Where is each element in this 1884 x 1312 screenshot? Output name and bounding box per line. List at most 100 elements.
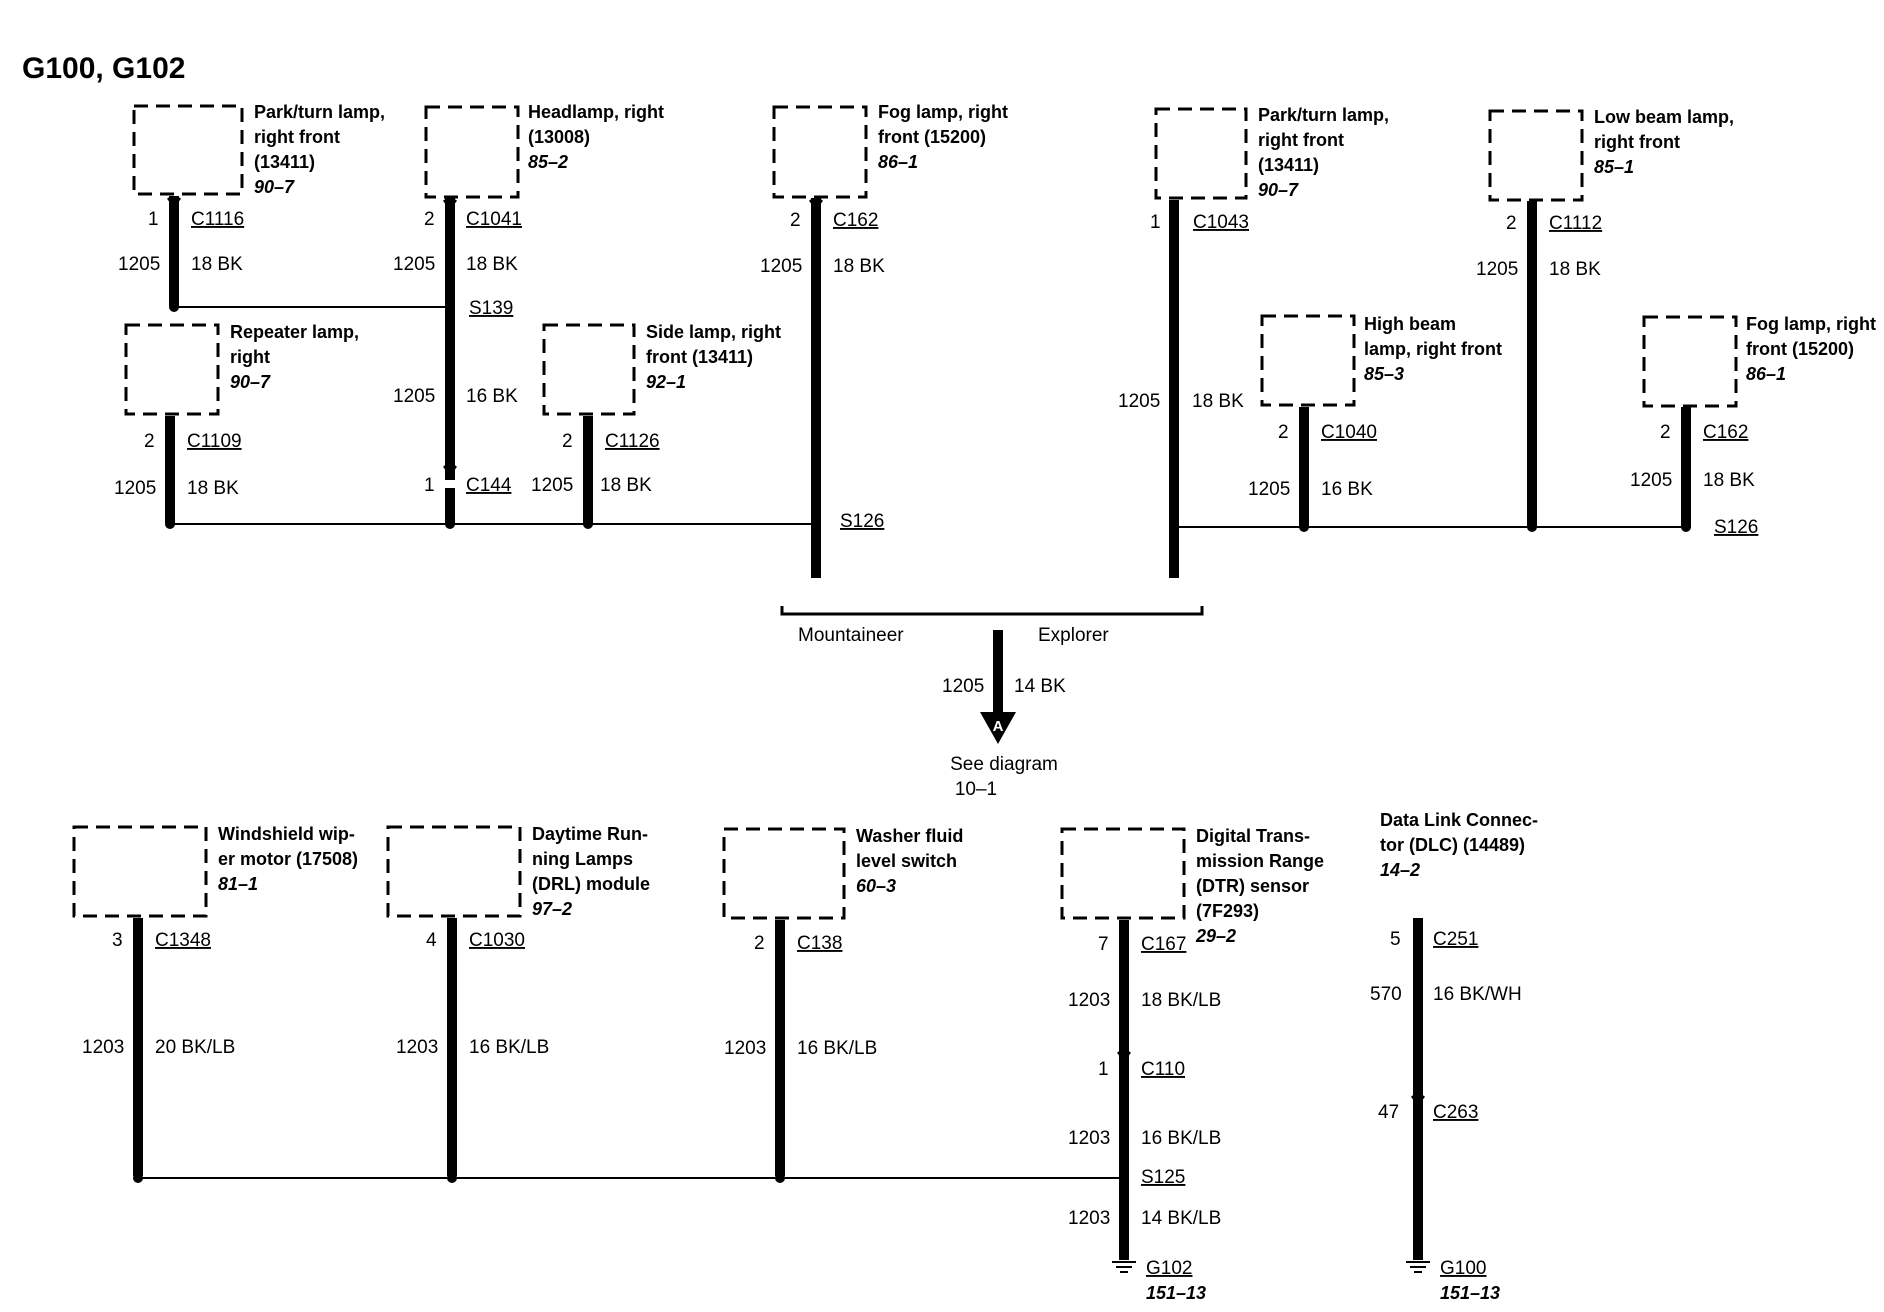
- connector-chevron: [809, 199, 823, 211]
- wire-spec: 18 BK/LB: [1141, 990, 1221, 1011]
- washer-fluid-level-switch: Washer fluid level switch 60–3 2 C138 12…: [722, 826, 963, 1176]
- connector-chevron: [1117, 1051, 1131, 1063]
- wire-spec: 18 BK: [187, 478, 239, 499]
- connector-chevron: [443, 199, 457, 211]
- component-name: right front: [1594, 132, 1680, 152]
- data-link-connector: Data Link Connec- tor (DLC) (14489) 14–2…: [1370, 810, 1538, 1260]
- wire-spec: 18 BK: [1192, 391, 1244, 412]
- component-name: (DTR) sensor: [1196, 876, 1309, 896]
- component-box: [1488, 109, 1584, 202]
- component-name: Park/turn lamp,: [1258, 105, 1389, 125]
- component-box: [386, 825, 522, 918]
- bracket: [780, 606, 1204, 616]
- connector-id: C110: [1141, 1059, 1185, 1080]
- component-ref: 85–1: [1594, 157, 1634, 177]
- component-name: Side lamp, right: [646, 322, 781, 342]
- component-ref: 60–3: [856, 876, 896, 896]
- pin-number: 2: [1278, 422, 1289, 443]
- circuit-number: 1205: [760, 256, 802, 277]
- connector-chevron: [167, 197, 181, 209]
- component-name: front (15200): [878, 127, 986, 147]
- connector-chevron: [1411, 1095, 1425, 1107]
- component-name: front (15200): [1746, 339, 1854, 359]
- circuit-number: 1205: [942, 676, 984, 697]
- splice-dot: [811, 519, 821, 529]
- junction-dot: [775, 1173, 785, 1183]
- diagram-title: G100, G102: [22, 52, 185, 85]
- option-label-explorer: Explorer: [1038, 625, 1109, 646]
- splice-id: S125: [1141, 1167, 1185, 1188]
- component-box: [542, 323, 636, 416]
- component-box: [424, 105, 520, 199]
- component-name: Fog lamp, right: [1746, 314, 1876, 334]
- junction-dot: [165, 519, 175, 529]
- junction-dot: [1527, 522, 1537, 532]
- high-beam-lamp-rf: High beam lamp, right front 85–3 2 C1040…: [1248, 314, 1502, 528]
- connector-id: C162: [833, 210, 878, 231]
- pin-number: 2: [754, 933, 765, 954]
- continuation-arrow: [980, 712, 1016, 744]
- junction-dot: [1299, 522, 1309, 532]
- component-name: (DRL) module: [532, 874, 650, 894]
- pin-number: 1: [1150, 212, 1161, 233]
- junction-dot: [445, 519, 455, 529]
- repeater-lamp-right: Repeater lamp, right 90–7 2 C1109 1205 1…: [114, 322, 359, 523]
- component-box: [1260, 314, 1356, 407]
- wire-spec: 18 BK: [466, 254, 518, 275]
- ground-ref: 151–13: [1440, 1283, 1500, 1303]
- windshield-wiper-motor: Windshield wip- er motor (17508) 81–1 3 …: [72, 824, 358, 1176]
- wire-spec: 20 BK/LB: [155, 1037, 235, 1058]
- component-box: [1060, 827, 1186, 920]
- circuit-number: 1205: [531, 475, 573, 496]
- component-ref: 90–7: [254, 177, 295, 197]
- pin-number: 3: [112, 930, 123, 951]
- dtr-sensor: Digital Trans- mission Range (DTR) senso…: [1060, 826, 1324, 1260]
- park-turn-lamp-rf-mountaineer: Park/turn lamp, right front (13411) 90–7…: [118, 102, 385, 312]
- component-name: Repeater lamp,: [230, 322, 359, 342]
- splice-id: S139: [469, 298, 513, 319]
- component-name: (13008): [528, 127, 590, 147]
- component-name: Data Link Connec-: [1380, 810, 1538, 830]
- see-diagram-label: See diagram: [950, 754, 1058, 775]
- connector-id: C251: [1433, 929, 1478, 950]
- connector-id: C1348: [155, 930, 211, 951]
- connector-id: C1116: [191, 209, 244, 230]
- component-name: right front: [1258, 130, 1344, 150]
- fog-lamp-rf-mountaineer: Fog lamp, right front (15200) 86–1 2 C16…: [760, 102, 1008, 578]
- wire-spec: 16 BK: [466, 386, 518, 407]
- component-name: Washer fluid: [856, 826, 963, 846]
- component-name: mission Range: [1196, 851, 1324, 871]
- component-name: (13411): [1258, 155, 1319, 175]
- pin-number: 4: [426, 930, 437, 951]
- wire-spec: 16 BK/LB: [797, 1038, 877, 1059]
- component-name: Headlamp, right: [528, 102, 664, 122]
- connector-id: C1043: [1193, 212, 1249, 233]
- circuit-number: 1203: [724, 1038, 766, 1059]
- component-ref: 90–7: [1258, 180, 1299, 200]
- component-box: [1642, 315, 1738, 408]
- drl-module: Daytime Run- ning Lamps (DRL) module 97–…: [386, 824, 650, 1176]
- circuit-number: 570: [1370, 984, 1402, 1005]
- wire-spec: 16 BK: [1321, 479, 1373, 500]
- connector-id: C1126: [605, 431, 660, 452]
- pin-number: 47: [1378, 1102, 1399, 1123]
- circuit-number: 1205: [1248, 479, 1290, 500]
- component-name: right: [230, 347, 270, 367]
- component-name: level switch: [856, 851, 957, 871]
- circuit-number: 1203: [82, 1037, 124, 1058]
- headlamp-right: Headlamp, right (13008) 85–2 2 C1041 120…: [393, 102, 664, 480]
- component-name: Windshield wip-: [218, 824, 355, 844]
- component-ref: 86–1: [878, 152, 918, 172]
- component-box: [772, 105, 868, 199]
- splice-id: S126: [1714, 517, 1758, 538]
- connector-id: C162: [1703, 422, 1748, 443]
- circuit-number: 1203: [1068, 1208, 1110, 1229]
- connector-id: C263: [1433, 1102, 1478, 1123]
- junction-dot: [447, 1173, 457, 1183]
- fog-lamp-rf-explorer: Fog lamp, right front (15200) 86–1 2 C16…: [1630, 314, 1876, 528]
- vehicle-option-bracket: Mountaineer Explorer 1205 14 BK A See di…: [780, 606, 1204, 800]
- component-name: lamp, right front: [1364, 339, 1502, 359]
- component-box: [132, 104, 244, 196]
- connector-chevron: [443, 465, 457, 477]
